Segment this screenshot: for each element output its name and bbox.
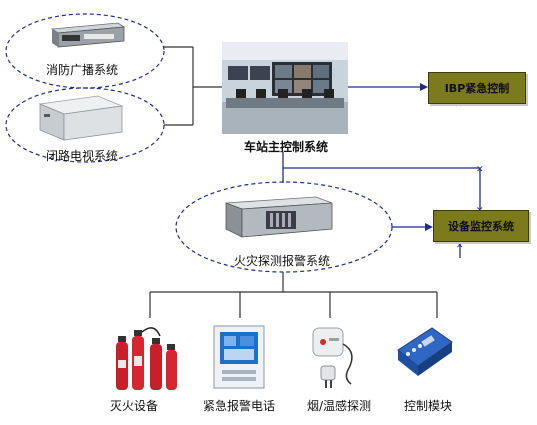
device-label-detector: 烟/温感探测 <box>307 399 372 413</box>
ibp-label: IBP紧急控制 <box>444 82 510 95</box>
device-label-extinguisher: 灭火设备 <box>110 399 159 413</box>
cctv-label: 闭路电视系统 <box>46 149 119 163</box>
device-label-phone: 紧急报警电话 <box>203 399 276 413</box>
equipment-monitor-label: 设备监控系统 <box>448 220 514 233</box>
control-module-icon <box>397 327 453 376</box>
fire-alarm-server-icon <box>225 196 333 238</box>
fire-alarm-label: 火灾探测报警系统 <box>234 254 331 268</box>
link-marker: ✕ <box>476 165 484 175</box>
broadcast-device-icon <box>50 22 126 48</box>
cctv-device-icon <box>38 95 124 141</box>
fire-extinguisher-icon <box>116 327 177 390</box>
link-marker: ✕ <box>455 100 463 110</box>
smoke-detector-icon <box>312 327 353 388</box>
ibp-control-box: IBP紧急控制 <box>428 72 526 104</box>
device-label-module: 控制模块 <box>404 399 453 413</box>
alarm-phone-icon <box>213 325 265 389</box>
broadcast-label: 消防广播系统 <box>46 63 119 77</box>
control-room-icon <box>222 42 348 134</box>
station-control-label: 车站主控制系统 <box>244 140 329 154</box>
equipment-monitor-box: 设备监控系统 <box>433 210 529 242</box>
